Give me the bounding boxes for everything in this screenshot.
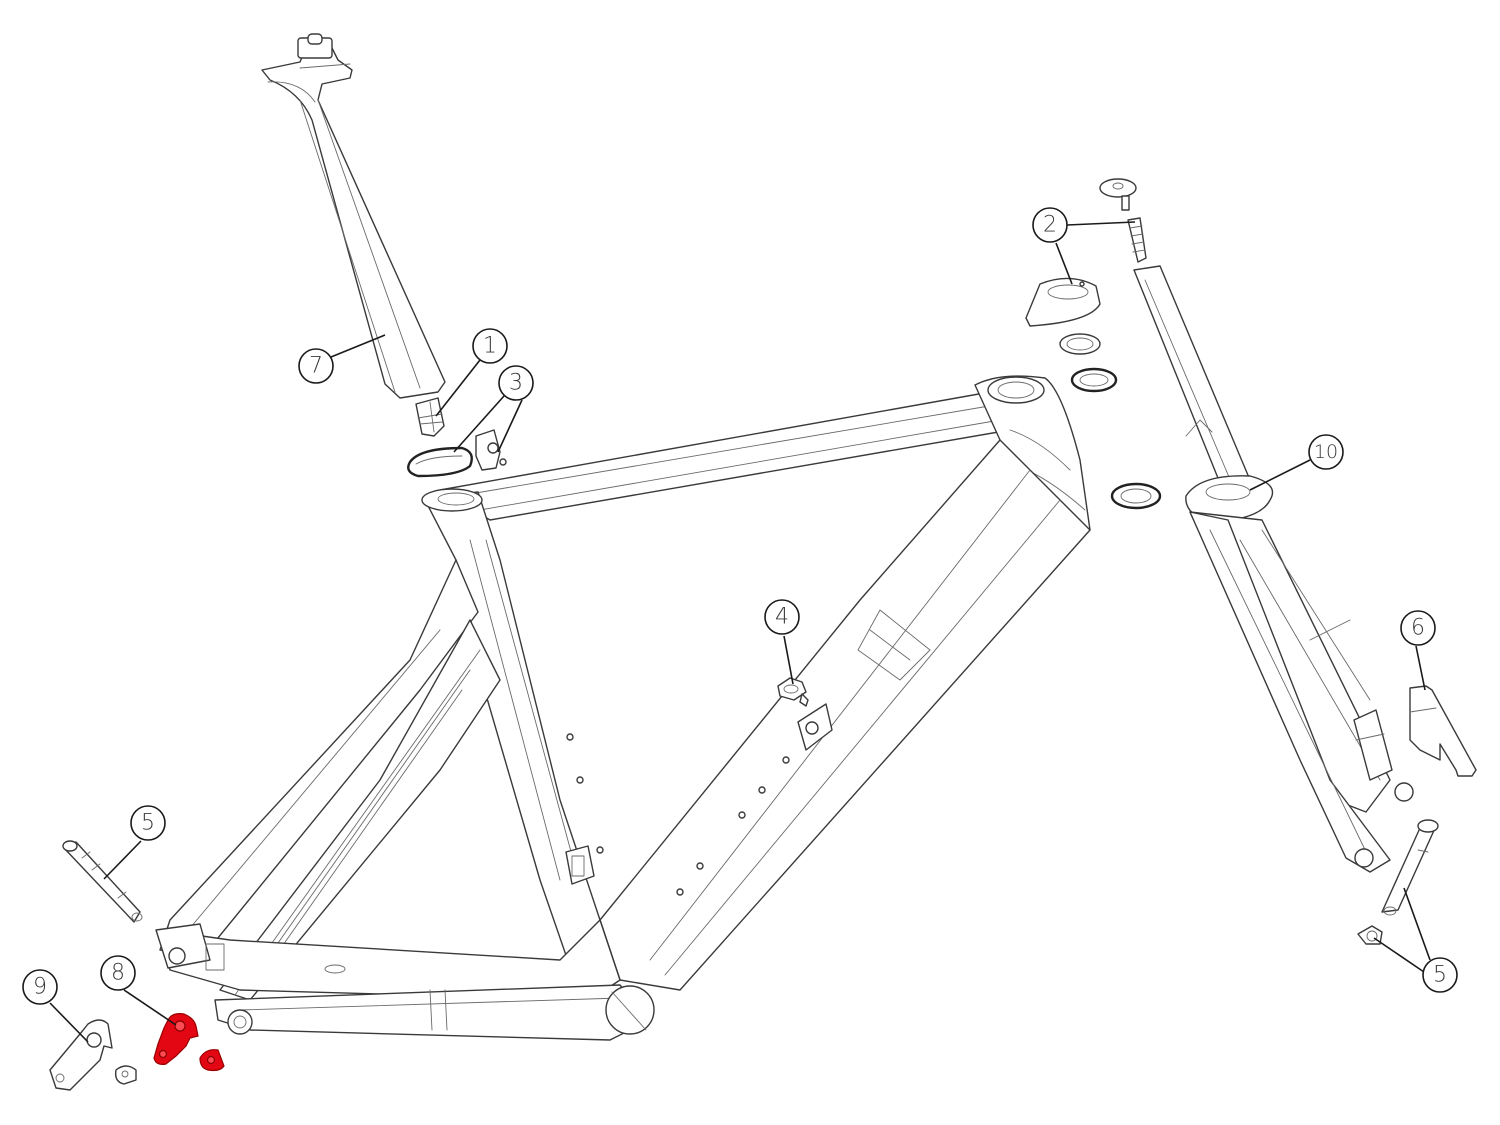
- leader-lines: [49, 221, 1431, 1043]
- derailleur-hanger-highlighted: [153, 1013, 225, 1072]
- callout-label: 2: [1043, 213, 1057, 238]
- callout-1: 1: [472, 328, 508, 364]
- cable-port-cover: [777, 677, 809, 707]
- callout-5-rear: 5: [130, 805, 166, 841]
- callout-label: 3: [509, 371, 523, 396]
- callout-6: 6: [1400, 610, 1436, 646]
- fork-brake-cover: [1409, 685, 1477, 777]
- headset-parts: [1025, 178, 1162, 510]
- callout-9: 9: [22, 969, 58, 1005]
- fork: [1133, 265, 1414, 873]
- callout-label: 7: [309, 354, 323, 379]
- callout-3: 3: [498, 365, 534, 401]
- callout-8: 8: [100, 955, 136, 991]
- callout-2: 2: [1032, 207, 1068, 243]
- callout-10: 10: [1308, 434, 1344, 470]
- callout-label: 10: [1314, 441, 1338, 463]
- seat-clamp-cover: [407, 446, 473, 478]
- callout-7: 7: [298, 348, 334, 384]
- frame: [155, 375, 1091, 1041]
- callout-label: 5: [141, 811, 155, 836]
- callout-5-front: 5: [1422, 957, 1458, 993]
- callout-4: 4: [764, 599, 800, 635]
- callout-label: 1: [483, 334, 497, 359]
- callout-label: 5: [1433, 963, 1447, 988]
- seatpost-wedge: [415, 397, 445, 437]
- callout-label: 4: [775, 605, 789, 630]
- front-thru-axle: [1381, 819, 1439, 916]
- seatpost: [261, 33, 446, 399]
- callout-label: 9: [33, 975, 47, 1000]
- derailleur-hanger-alt: [49, 1019, 137, 1091]
- callout-label: 8: [111, 961, 125, 986]
- callout-label: 6: [1411, 616, 1425, 641]
- rear-thru-axle: [62, 840, 143, 923]
- seat-clamp-bolt: [475, 429, 507, 471]
